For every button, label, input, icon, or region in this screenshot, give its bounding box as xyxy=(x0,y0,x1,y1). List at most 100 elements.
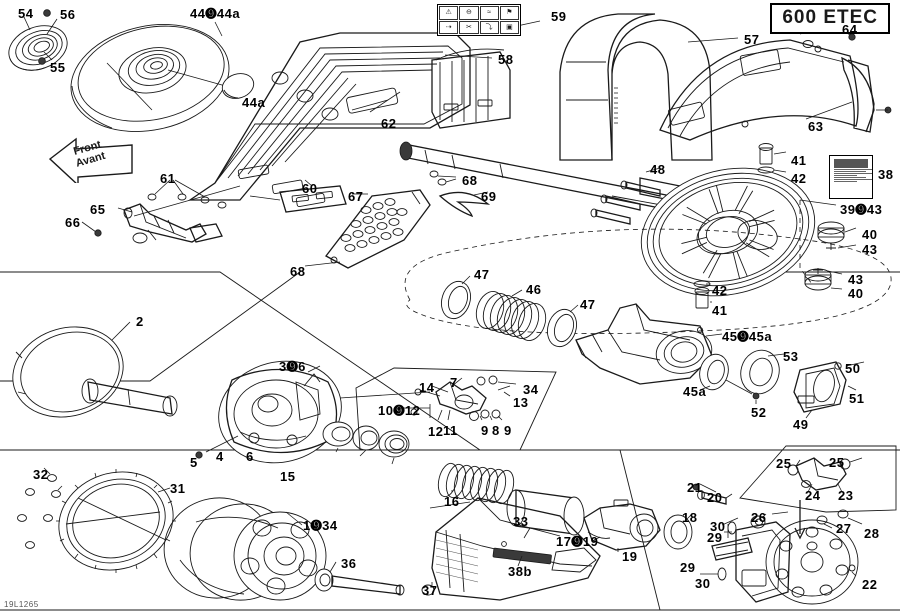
part-68-69-fasteners xyxy=(429,170,491,218)
decal-cell-2: ≈ xyxy=(479,6,499,20)
part-58-tunnel xyxy=(187,32,471,207)
callout-68: 68 xyxy=(462,173,478,188)
decal-38-line xyxy=(834,171,867,172)
callout-51: 51 xyxy=(849,391,865,406)
callout-43: 43 xyxy=(862,242,878,257)
decal-cell-1: ⊖ xyxy=(459,6,479,20)
callout-69: 69 xyxy=(481,189,497,204)
callout-4: 4 xyxy=(216,449,224,464)
callout-45a: 45a xyxy=(683,384,707,399)
callout-9: 9 xyxy=(481,423,489,438)
decal-cell-3: ⚑ xyxy=(499,6,519,20)
callout-38: 38 xyxy=(878,167,894,182)
callout-20: 20 xyxy=(707,490,723,505)
part-1-complete-clutch xyxy=(163,497,327,601)
callout-14: 14 xyxy=(419,380,435,395)
callout-10➒12: 10➒12 xyxy=(378,403,421,418)
part-22-chaincase xyxy=(711,519,859,605)
sheet-reference-code: 19L1265 xyxy=(4,600,39,609)
callout-44a: 44a xyxy=(242,95,266,110)
callout-18: 18 xyxy=(682,510,698,525)
callout-26: 26 xyxy=(751,510,767,525)
part-39-driven-pulley xyxy=(640,167,816,297)
part-63-rear-fender xyxy=(659,39,875,141)
callout-48: 48 xyxy=(650,162,666,177)
decal-38-line xyxy=(834,175,857,176)
part-31-ring-gear xyxy=(56,469,176,573)
part-67-footrest xyxy=(325,189,431,269)
front-avant-direction-marker: Front Avant xyxy=(48,133,134,187)
callout-15: 15 xyxy=(280,469,296,484)
callout-40: 40 xyxy=(848,286,864,301)
part-48-bolts xyxy=(590,180,661,225)
inset-detail-box xyxy=(355,367,557,451)
inset-23-25 xyxy=(739,445,897,540)
part-36-shaft xyxy=(314,568,405,596)
callout-33: 33 xyxy=(513,514,529,529)
callout-7: 7 xyxy=(450,375,458,390)
callout-64: 64 xyxy=(842,22,858,37)
callout-49: 49 xyxy=(793,417,809,432)
callout-29: 29 xyxy=(680,560,696,575)
callout-45➒45a: 45➒45a xyxy=(722,329,773,344)
part-20-21-bolt xyxy=(692,483,733,505)
part-65-latch xyxy=(123,203,223,244)
callout-19: 19 xyxy=(622,549,638,564)
callout-17➒19: 17➒19 xyxy=(556,534,599,549)
callout-8: 8 xyxy=(492,423,500,438)
callout-40: 40 xyxy=(862,227,878,242)
callout-42: 42 xyxy=(791,171,807,186)
callout-61: 61 xyxy=(160,171,176,186)
decal-cell-7: ▣ xyxy=(499,20,519,34)
callout-21: 21 xyxy=(687,480,703,495)
decal-38-line xyxy=(834,179,872,180)
callout-58: 58 xyxy=(498,52,514,67)
callout-5: 5 xyxy=(190,455,198,470)
callout-34: 34 xyxy=(523,382,539,397)
callout-60: 60 xyxy=(302,181,318,196)
callout-28: 28 xyxy=(864,526,880,541)
callout-54: 54 xyxy=(18,6,34,21)
callout-39➒43: 39➒43 xyxy=(840,202,883,217)
part-49-cam-block xyxy=(793,361,847,413)
decal-38-block xyxy=(834,159,868,168)
callout-2: 2 xyxy=(136,314,144,329)
callout-25: 25 xyxy=(829,455,845,470)
callout-65: 65 xyxy=(90,202,106,217)
callout-32: 32 xyxy=(33,467,49,482)
callout-42: 42 xyxy=(712,283,728,298)
callout-30: 30 xyxy=(710,519,726,534)
part-41-42-fasteners xyxy=(693,143,787,309)
callout-38b: 38b xyxy=(508,564,532,579)
callout-43: 43 xyxy=(848,272,864,287)
callout-56: 56 xyxy=(60,7,76,22)
callout-67: 67 xyxy=(348,189,364,204)
part-45-moveable-sheave xyxy=(575,303,713,385)
callout-22: 22 xyxy=(862,577,878,592)
callout-37: 37 xyxy=(422,583,438,598)
callout-66: 66 xyxy=(65,215,81,230)
parts-29-30-pins xyxy=(700,517,739,581)
callout-30: 30 xyxy=(695,576,711,591)
part-44-drive-pulley xyxy=(70,24,230,132)
callout-57: 57 xyxy=(744,32,760,47)
callout-47: 47 xyxy=(474,267,490,282)
callout-29: 29 xyxy=(707,530,723,545)
part-60-plate xyxy=(279,185,347,213)
decal-38-line xyxy=(834,181,857,182)
page-title: 600 ETEC xyxy=(770,3,890,34)
part-17-housing xyxy=(583,499,661,551)
part-58-rear-panel xyxy=(431,48,511,129)
callout-23: 23 xyxy=(838,488,854,503)
callout-36: 36 xyxy=(341,556,357,571)
callout-12: 12 xyxy=(428,424,444,439)
callout-16: 16 xyxy=(444,494,460,509)
callout-1➒34: 1➒34 xyxy=(303,518,338,533)
text-decal-38 xyxy=(829,155,873,199)
callout-41: 41 xyxy=(712,303,728,318)
part-32-fasteners xyxy=(17,467,63,549)
callout-41: 41 xyxy=(791,153,807,168)
decal-cell-6: ⤵ xyxy=(479,20,499,34)
callout-31: 31 xyxy=(170,481,186,496)
callout-44➒44a: 44➒44a xyxy=(190,6,241,21)
